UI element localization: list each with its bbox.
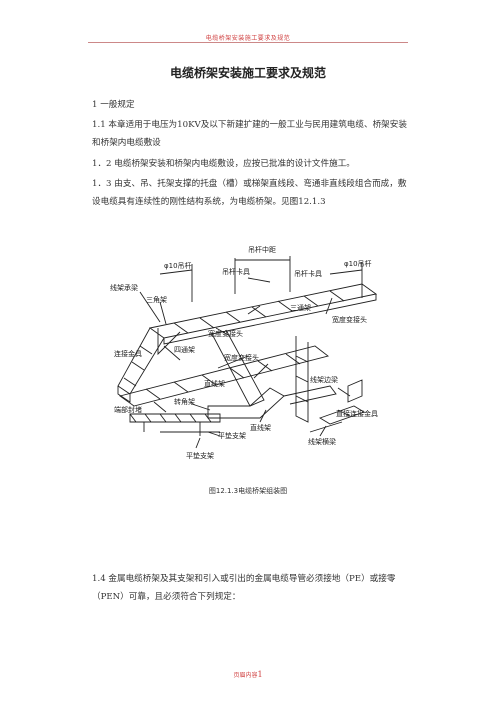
paragraph-1-3: 1．3 由支、吊、托架支撑的托盘（槽）或梯架直线段、弯通非直线段组合而成，敷设电… (92, 179, 407, 207)
header-divider (88, 42, 408, 43)
label-width-connector-right: 宽度变接头 (332, 315, 367, 324)
label-flat-support-2: 平垫支架 (186, 451, 214, 460)
label-straight-left: 直线架 (204, 379, 225, 388)
label-frame-beam: 线架承梁 (110, 283, 138, 292)
label-flat-support-1: 平垫支架 (218, 431, 246, 440)
figure-caption: 图12.1.3电缆桥架组装图 (208, 487, 288, 495)
label-end-cap: 端部封堵 (114, 405, 142, 414)
label-width-connector-mid: 宽度变接头 (224, 353, 259, 362)
page-number: 1 (257, 670, 263, 679)
label-straight-right: 直线架 (250, 423, 271, 432)
label-connector: 连接金具 (114, 349, 142, 358)
label-width-connector-left: 宽度变接头 (208, 329, 243, 338)
label-rod-right: φ10吊杆 (344, 259, 372, 268)
label-straight-connector: 直接连接金具 (336, 409, 378, 418)
paragraph-1-1: 1.1 本章适用于电压为10KV及以下新建扩建的一般工业与民用建筑电缆、桥架安装… (92, 120, 407, 148)
paragraph-general: 1 一般规定 (92, 100, 135, 110)
label-corner-frame: 转角架 (174, 397, 195, 406)
tray-corner (207, 387, 285, 419)
document-title: 电缆桥架安装施工要求及规范 (169, 66, 326, 80)
label-tri-frame: 三角架 (146, 295, 167, 304)
page-footer: 页眉内容1 (0, 670, 496, 679)
footer-text: 页眉内容 (233, 672, 258, 679)
flat-support-tray (129, 413, 221, 423)
tray-left-branch (117, 327, 165, 395)
paragraph-1-2: 1．2 电缆桥架安装和桥架内电缆敷设，应按已批准的设计文件施工。 (92, 159, 355, 169)
label-four-way: 四通架 (174, 345, 195, 354)
tray-cross (118, 345, 330, 407)
label-rod-spacing: 吊杆中距 (248, 245, 276, 254)
paragraph-1-4: 1.4 金属电缆桥架及其支架和引入或引出的金属电缆导管必须接地（PE）或接零（P… (92, 574, 396, 602)
label-three-way: 三通架 (290, 303, 311, 312)
label-edge-beam: 线架边梁 (310, 375, 338, 384)
label-clamp-left: 吊杆卡具 (222, 267, 250, 276)
cable-tray-diagram: φ10吊杆 吊杆中距 φ10吊杆 吊杆卡具 吊杆卡具 线架承梁 三角架 三通架 … (110, 245, 378, 460)
label-cross-beam: 线架横梁 (308, 437, 336, 446)
label-rod-left: φ10吊杆 (164, 261, 192, 270)
page-header: 电缆桥架安装施工要求及规范 (205, 35, 291, 42)
label-clamp-right: 吊杆卡具 (294, 269, 322, 278)
